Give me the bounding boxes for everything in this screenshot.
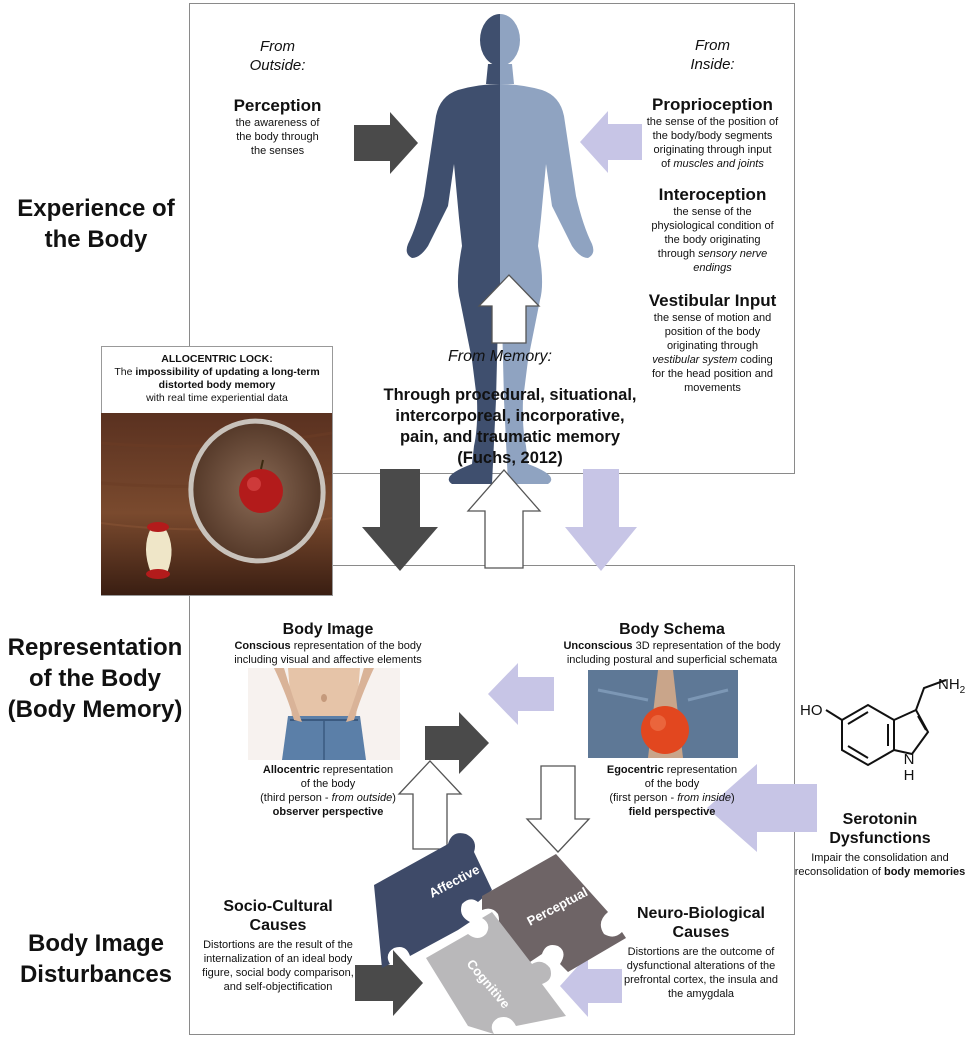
serotonin-block: Serotonin Dysfunctions Impair the consol… [794, 811, 966, 878]
egocentric-text: Egocentric representation of the body (f… [606, 764, 738, 818]
arrow-proprioception-left [580, 111, 642, 173]
from-outside-label: From Outside: [249, 38, 306, 74]
arrow-memory-up-white [466, 469, 542, 569]
body-image-title: Body Image [282, 621, 374, 638]
body-image-header: Body Image Conscious representation of t… [208, 620, 448, 667]
puzzle-affective-piece: Affective [374, 833, 492, 968]
puzzle-perceptual-piece: Perceptual [482, 854, 626, 972]
serotonin-ho-label: HO [800, 702, 823, 719]
perception-block: Perception the awareness of the body thr… [205, 95, 350, 158]
proprioception-block: Proprioception the sense of the position… [646, 95, 779, 170]
side-label-disturbances: Body Image Disturbances [19, 930, 173, 988]
perception-title: Perception [233, 96, 322, 115]
body-schema-photo [588, 670, 738, 758]
arrow-serotonin-left [707, 764, 817, 852]
puzzle-cognitive-piece: Cognitive [426, 912, 566, 1034]
neuro-biological-block: Neuro-Biological Causes Distortions are … [623, 905, 779, 1000]
from-memory-label: From Memory: [447, 348, 552, 365]
vestibular-block: Vestibular Input the sense of motion and… [648, 291, 777, 394]
allocentric-text: Allocentric representation of the body (… [260, 764, 396, 818]
arrow-body-schema-down [525, 765, 591, 853]
arrow-schema-to-image-left [488, 663, 554, 725]
puzzle-pieces: Affective Perceptual Cognitive [374, 833, 626, 1034]
arrow-center-right [425, 712, 489, 774]
from-inside-label: From Inside: [690, 37, 735, 73]
memory-description: Through procedural, situational, interco… [383, 386, 637, 467]
side-label-experience: Experience of the Body [17, 195, 175, 253]
arrow-neuro-left [560, 955, 622, 1017]
arrow-memory-up [477, 274, 541, 344]
arrow-perception-right [354, 112, 418, 174]
body-schema-header: Body Schema Unconscious 3D representatio… [548, 620, 796, 667]
arrow-socio-right [355, 950, 423, 1016]
arrow-experience-down-dark [362, 469, 438, 571]
interoception-block: Interoception the sense of the physiolog… [651, 185, 774, 274]
body-image-photo [248, 668, 400, 760]
apple-mirror-photo [101, 413, 332, 595]
serotonin-nh2-label: NH2 [938, 676, 966, 696]
serotonin-n-label: N H [903, 751, 915, 784]
arrow-experience-down-lavender [565, 469, 637, 571]
allocentric-lock-title: ALLOCENTRIC LOCK: [161, 353, 273, 365]
socio-cultural-block: Socio-Cultural Causes Distortions are th… [202, 898, 354, 993]
side-label-representation: Representation of the Body (Body Memory) [7, 634, 183, 723]
body-schema-title: Body Schema [619, 621, 725, 638]
arrow-body-image-up [397, 760, 463, 850]
serotonin-molecule-icon [825, 679, 947, 767]
